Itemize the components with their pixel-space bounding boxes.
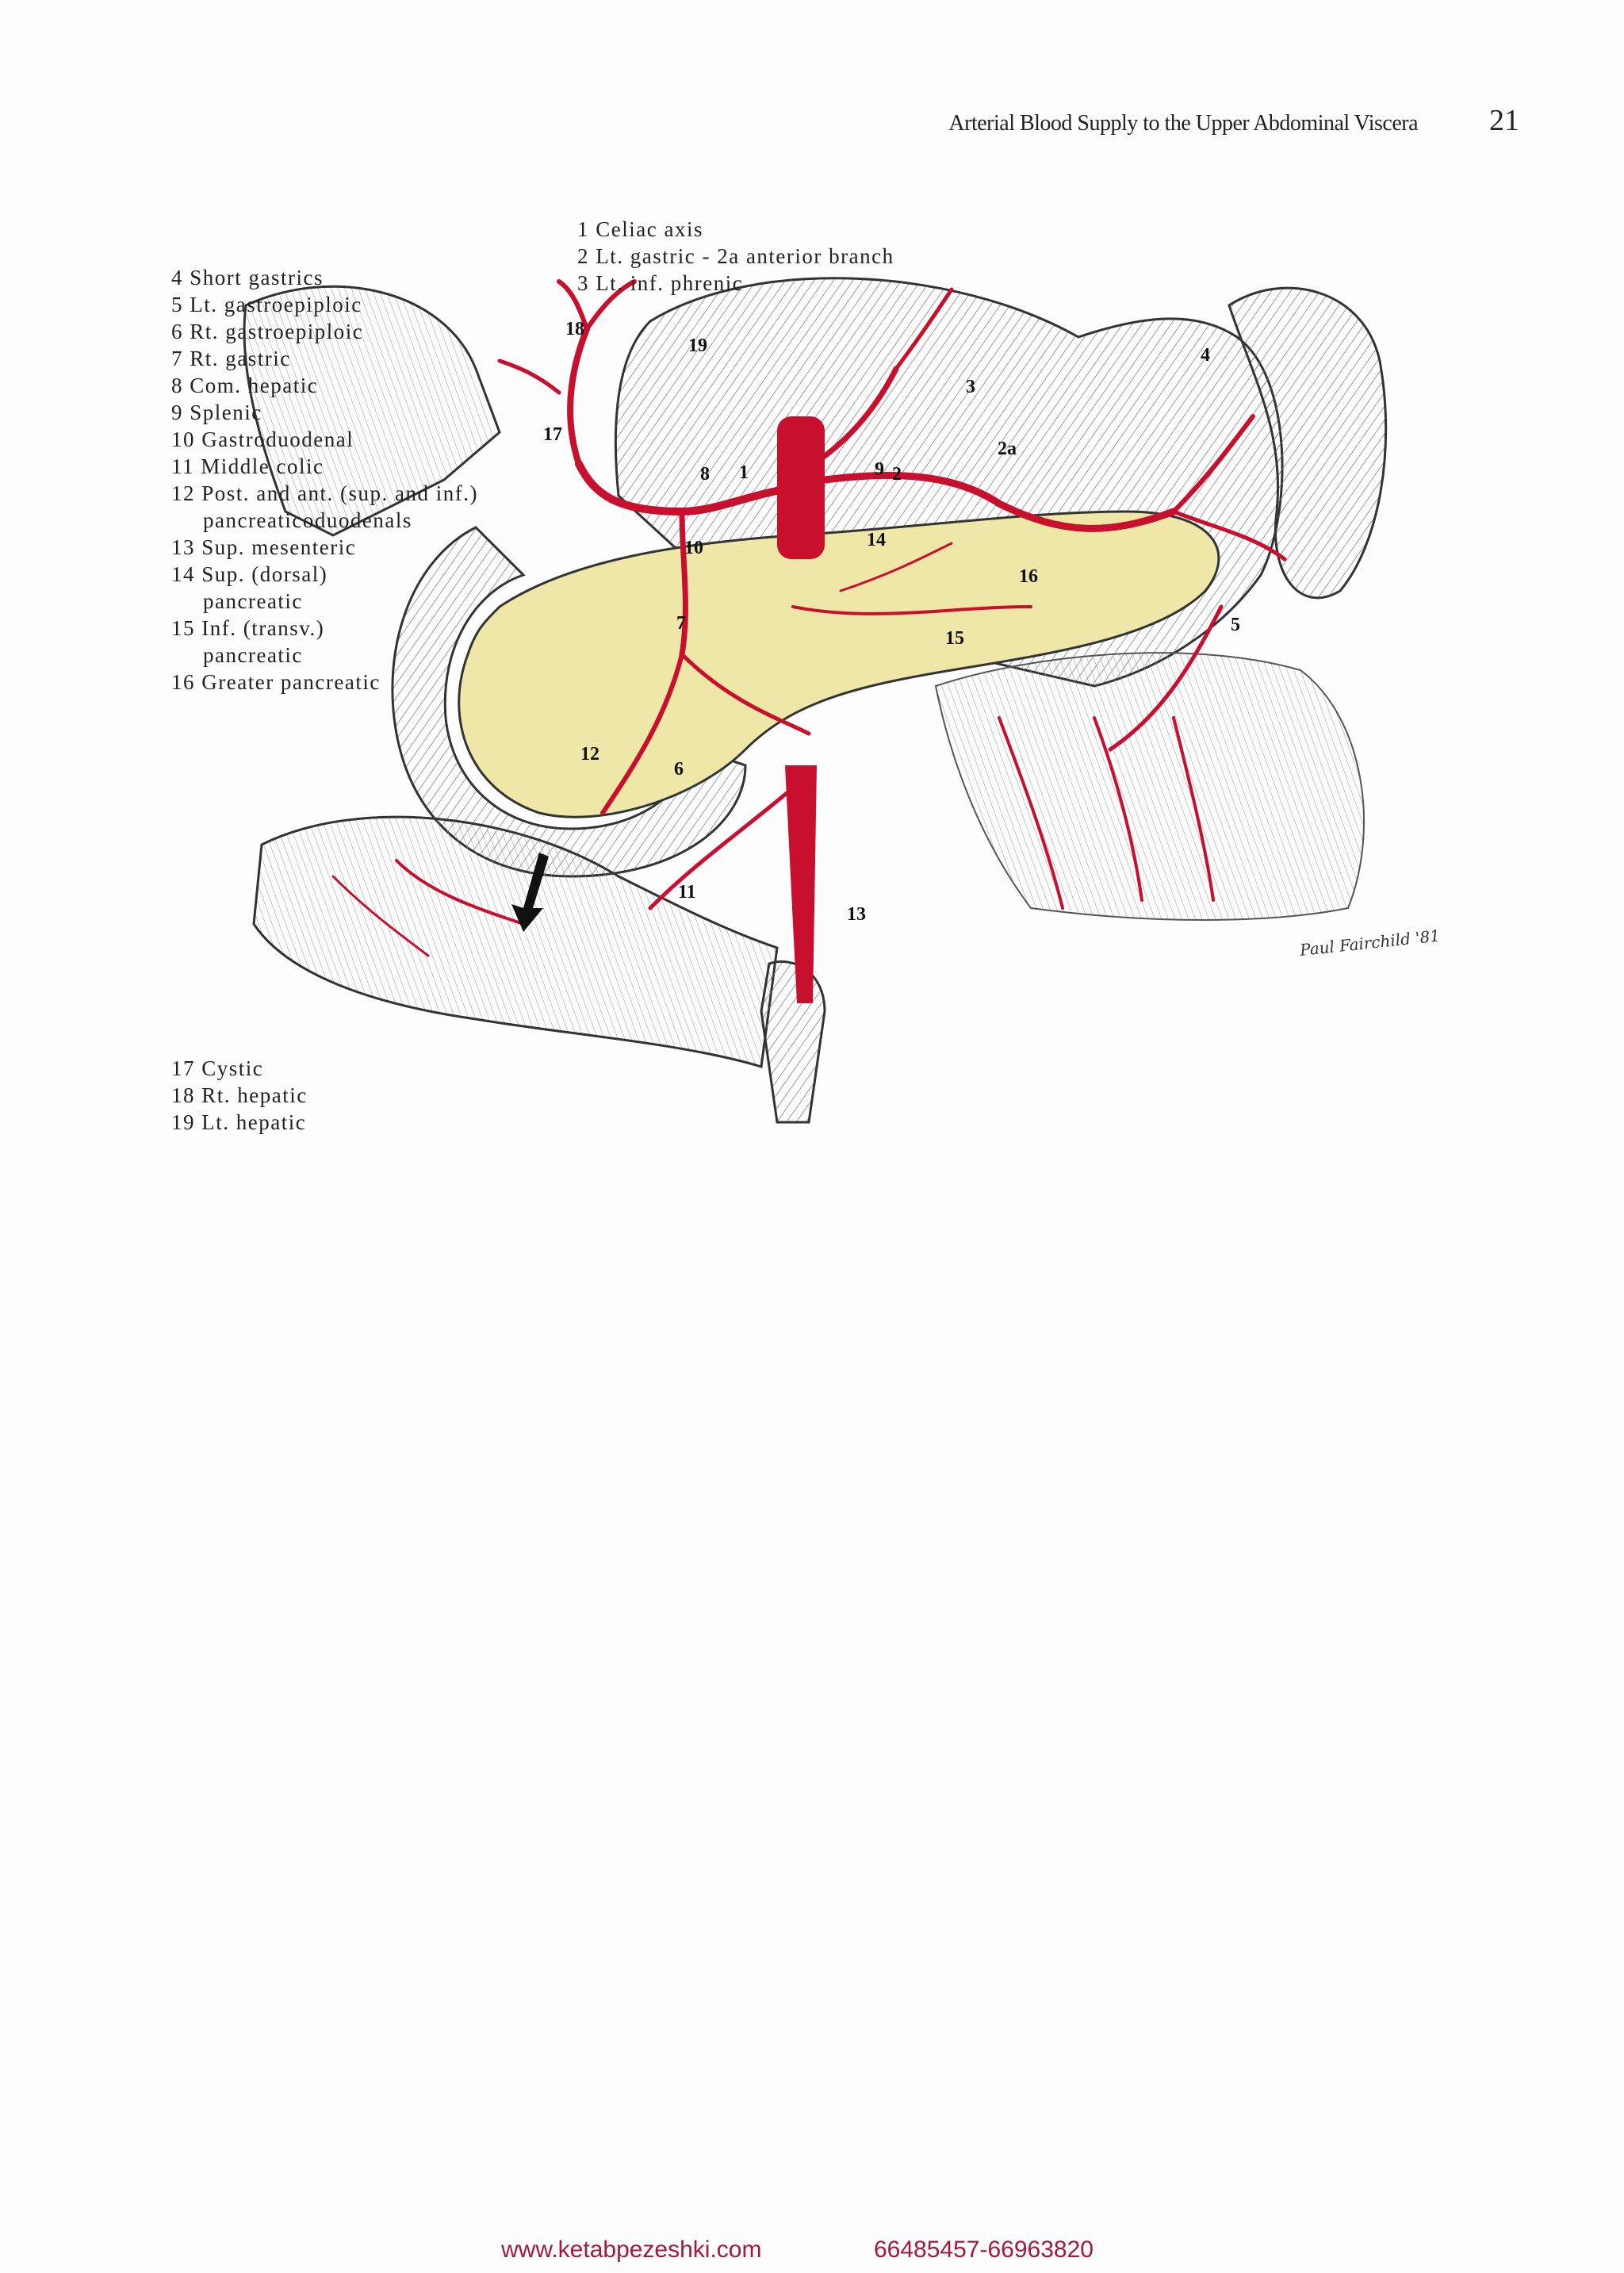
artist-signature: Paul Fairchild '81 [1298, 926, 1441, 960]
fig-label-12: 12 [580, 744, 599, 765]
fig-label-14: 14 [867, 530, 886, 550]
legend-item: 12 Post. and ant. (sup. and inf.) [171, 481, 478, 505]
fig-label-9: 9 [875, 459, 884, 480]
footer-url-link[interactable]: www.ketabpezeshki.com [501, 2237, 762, 2263]
legend-item: 5 Lt. gastroepiploic [171, 293, 362, 316]
fig-label-16: 16 [1019, 566, 1038, 587]
legend-item: 17 Cystic [171, 1056, 264, 1080]
fig-label-2a: 2a [998, 439, 1017, 459]
running-title: Arterial Blood Supply to the Upper Abdom… [948, 111, 1418, 136]
legend-bottom: 17 Cystic 18 Rt. hepatic 19 Lt. hepatic [171, 1055, 308, 1136]
legend-item-continuation: pancreatic [203, 643, 303, 667]
legend-item: 14 Sup. (dorsal) [171, 562, 328, 586]
celiac-artery-illustration: 1 2 2a 3 4 5 6 7 8 9 10 11 12 13 14 15 1… [243, 277, 1441, 1124]
fig-label-7: 7 [676, 613, 686, 634]
legend-item: 13 Sup. mesenteric [171, 535, 357, 559]
fig-label-3: 3 [966, 377, 975, 397]
fig-label-13: 13 [847, 904, 866, 925]
legend-item: 16 Greater pancreatic [171, 670, 381, 694]
fig-label-4: 4 [1201, 345, 1210, 366]
liver-shape [243, 285, 501, 537]
legend-item-continuation: pancreaticoduodenals [203, 508, 412, 532]
legend-item: 4 Short gastrics [171, 266, 324, 289]
legend-item: 15 Inf. (transv.) [171, 616, 325, 640]
direction-arrow [511, 853, 549, 932]
legend-item: 18 Rt. hepatic [171, 1083, 308, 1107]
legend-item: 10 Gastroduodenal [171, 427, 354, 451]
fig-label-19: 19 [688, 335, 707, 356]
fig-label-11: 11 [678, 882, 696, 903]
spleen-shape [1228, 286, 1388, 600]
fig-label-15: 15 [945, 628, 964, 649]
fig-label-17: 17 [543, 424, 562, 445]
legend-item: 6 Rt. gastroepiploic [171, 320, 364, 343]
legend-left: 4 Short gastrics 5 Lt. gastroepiploic 6 … [171, 264, 478, 696]
superior-mesenteric-artery [785, 765, 817, 1003]
legend-item: 9 Splenic [171, 401, 262, 424]
legend-item: 8 Com. hepatic [171, 374, 319, 397]
legend-top: 1 Celiac axis 2 Lt. gastric - 2a anterio… [577, 216, 894, 297]
duodenum-shape [391, 526, 747, 878]
fig-label-6: 6 [674, 759, 684, 780]
legend-item: 19 Lt. hepatic [171, 1110, 307, 1134]
legend-item: 7 Rt. gastric [171, 347, 291, 370]
colon-shape [252, 815, 779, 1068]
legend-item: 3 Lt. inf. phrenic [577, 271, 744, 295]
aorta-shape [777, 416, 825, 559]
footer-phone: 66485457-66963820 [874, 2237, 1094, 2263]
fig-label-18: 18 [565, 319, 584, 339]
legend-item: 1 Celiac axis [577, 217, 703, 241]
omentum-shape [934, 652, 1365, 921]
fig-label-8: 8 [700, 464, 710, 485]
jejunum-shape [760, 960, 826, 1124]
legend-item: 11 Middle colic [171, 454, 324, 478]
fig-label-10: 10 [684, 538, 703, 558]
fig-label-1: 1 [739, 462, 749, 483]
legend-item-continuation: pancreatic [203, 589, 303, 613]
legend-item: 2 Lt. gastric - 2a anterior branch [577, 244, 894, 268]
fig-label-2: 2 [892, 464, 902, 485]
fig-label-5: 5 [1231, 615, 1240, 635]
page-number: 21 [1489, 104, 1519, 137]
